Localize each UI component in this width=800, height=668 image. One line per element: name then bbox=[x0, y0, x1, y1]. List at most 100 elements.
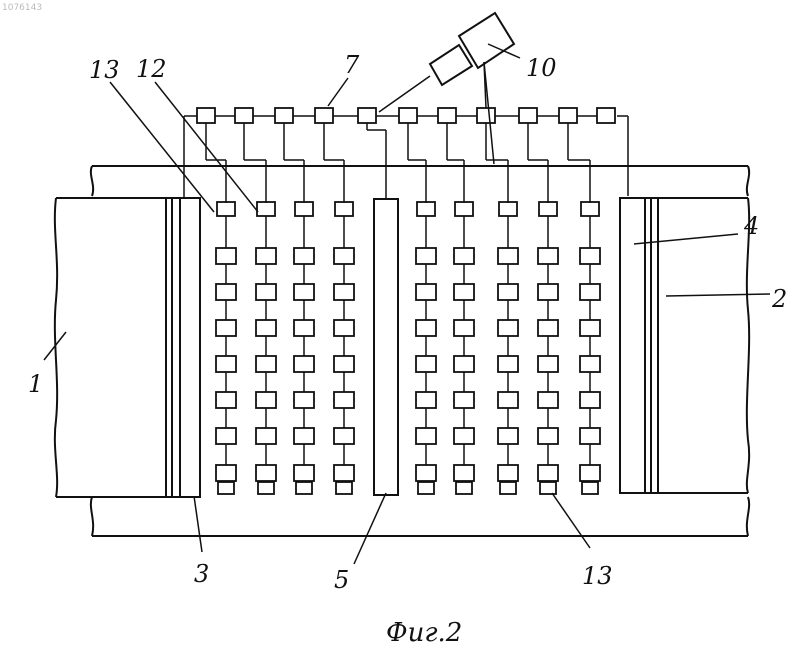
label-7: 7 bbox=[344, 51, 360, 79]
electrode-segment bbox=[216, 465, 236, 481]
electrode-segment bbox=[256, 465, 276, 481]
electrode-end bbox=[540, 482, 556, 494]
electrode-segment bbox=[454, 428, 474, 444]
electrode-end bbox=[582, 482, 598, 494]
terminal-box bbox=[275, 108, 293, 123]
terminal-box bbox=[597, 108, 615, 123]
electrode-segment bbox=[256, 248, 276, 264]
left-block bbox=[55, 198, 200, 497]
electrode-segment bbox=[217, 202, 235, 216]
terminal-box bbox=[559, 108, 577, 123]
electrode-segment bbox=[580, 284, 600, 300]
electrode-segment bbox=[580, 428, 600, 444]
electrode-segment bbox=[538, 392, 558, 408]
label-13-top: 13 bbox=[89, 56, 120, 84]
electrode-segment bbox=[294, 356, 314, 372]
electrode-segment bbox=[454, 284, 474, 300]
electrode-segment bbox=[216, 284, 236, 300]
electrode-segment bbox=[256, 356, 276, 372]
electrode-segment bbox=[216, 392, 236, 408]
terminal-box bbox=[315, 108, 333, 123]
terminal-box bbox=[197, 108, 215, 123]
electrode-segment bbox=[294, 320, 314, 336]
right-block bbox=[620, 198, 749, 493]
center-bar bbox=[374, 199, 398, 495]
electrode-chain bbox=[454, 202, 474, 494]
label-1: 1 bbox=[28, 370, 43, 398]
electrode-segment bbox=[334, 284, 354, 300]
electrode-chain bbox=[416, 202, 436, 494]
terminal-box bbox=[358, 108, 376, 123]
electrode-chain bbox=[216, 202, 236, 494]
electrode-chain bbox=[294, 202, 314, 494]
electrode-segment bbox=[216, 320, 236, 336]
electrode-segment bbox=[498, 320, 518, 336]
electrode-segment bbox=[335, 202, 353, 216]
electrode-segment bbox=[216, 356, 236, 372]
electrode-segment bbox=[334, 356, 354, 372]
electrode-segment bbox=[256, 320, 276, 336]
label-4: 4 bbox=[743, 212, 759, 240]
electrode-chain bbox=[580, 202, 600, 494]
terminal-box bbox=[477, 108, 495, 123]
electrode-segment bbox=[454, 465, 474, 481]
electrode-segment bbox=[454, 392, 474, 408]
electrode-chain bbox=[538, 202, 558, 494]
electrode-segment bbox=[580, 356, 600, 372]
electrode-segment bbox=[294, 248, 314, 264]
electrode-segment bbox=[580, 392, 600, 408]
electrode-segment bbox=[416, 284, 436, 300]
terminal-box bbox=[519, 108, 537, 123]
electrode-segment bbox=[334, 428, 354, 444]
electrode-end bbox=[218, 482, 234, 494]
electrode-segment bbox=[294, 392, 314, 408]
electrode-segment bbox=[454, 356, 474, 372]
electrode-segment bbox=[539, 202, 557, 216]
label-13-bottom: 13 bbox=[582, 562, 613, 590]
electrode-segment bbox=[580, 465, 600, 481]
electrode-end bbox=[418, 482, 434, 494]
electrode-chains bbox=[216, 202, 600, 494]
electrode-segment bbox=[416, 356, 436, 372]
electrode-end bbox=[500, 482, 516, 494]
electrode-segment bbox=[416, 248, 436, 264]
electrode-segment bbox=[416, 428, 436, 444]
electrode-end bbox=[258, 482, 274, 494]
electrode-segment bbox=[498, 284, 518, 300]
electrode-segment bbox=[294, 284, 314, 300]
electrode-segment bbox=[538, 248, 558, 264]
electrode-segment bbox=[256, 428, 276, 444]
electrode-segment bbox=[580, 248, 600, 264]
electrode-segment bbox=[295, 202, 313, 216]
electrode-segment bbox=[334, 465, 354, 481]
electrode-segment bbox=[416, 465, 436, 481]
electrode-segment bbox=[216, 248, 236, 264]
electrode-end bbox=[336, 482, 352, 494]
document-number: 1076143 bbox=[2, 3, 42, 13]
electrode-segment bbox=[454, 248, 474, 264]
figure-caption: Фиг.2 bbox=[386, 618, 462, 648]
electrode-segment bbox=[580, 320, 600, 336]
electrode-segment bbox=[498, 465, 518, 481]
electrode-segment bbox=[257, 202, 275, 216]
electrode-segment bbox=[294, 465, 314, 481]
label-10: 10 bbox=[526, 54, 557, 82]
electrode-segment bbox=[216, 428, 236, 444]
electrode-segment bbox=[454, 320, 474, 336]
electrode-segment bbox=[256, 284, 276, 300]
electrode-segment bbox=[538, 428, 558, 444]
electrode-segment bbox=[499, 202, 517, 216]
terminal-box bbox=[235, 108, 253, 123]
electrode-chain bbox=[334, 202, 354, 494]
electrode-segment bbox=[538, 320, 558, 336]
electrode-segment bbox=[416, 392, 436, 408]
electrode-segment bbox=[538, 356, 558, 372]
electrode-segment bbox=[334, 320, 354, 336]
electrode-segment bbox=[498, 392, 518, 408]
electrode-segment bbox=[498, 356, 518, 372]
electrode-end bbox=[296, 482, 312, 494]
label-2: 2 bbox=[771, 285, 787, 313]
electrode-segment bbox=[538, 465, 558, 481]
electrode-segment bbox=[416, 320, 436, 336]
